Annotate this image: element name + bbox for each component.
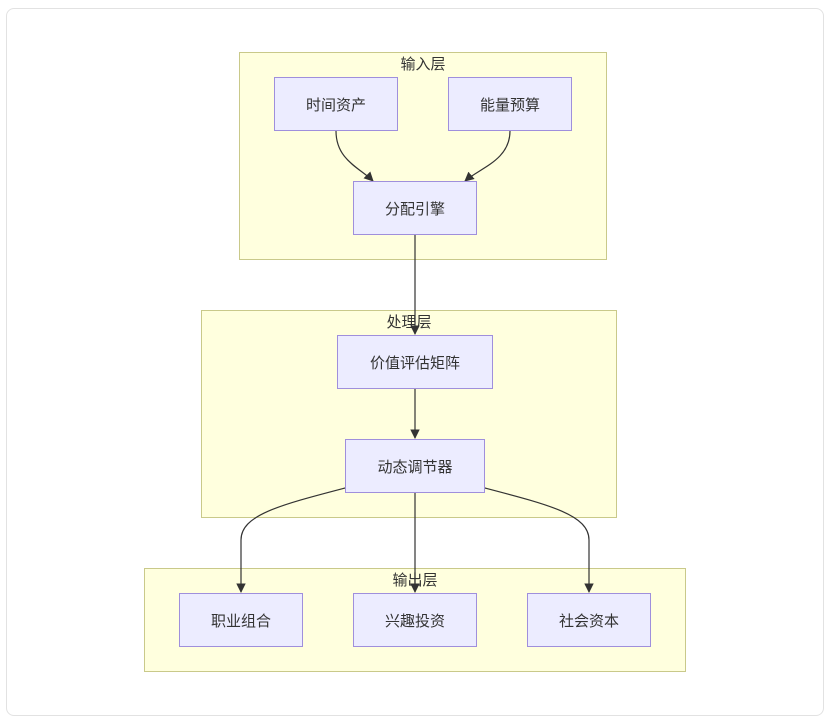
node-dynamic-regulator-label: 动态调节器 [377, 457, 453, 476]
node-value-matrix-label: 价值评估矩阵 [369, 353, 460, 372]
node-time-asset[interactable]: 时间资产 [274, 77, 398, 131]
output-layer-title: 输出层 [392, 571, 438, 589]
node-time-asset-label: 时间资产 [305, 95, 366, 114]
input-layer-title: 输入层 [400, 55, 446, 73]
node-allocation-engine[interactable]: 分配引擎 [353, 181, 477, 235]
node-career-portfolio[interactable]: 职业组合 [179, 593, 303, 647]
node-energy-budget-label: 能量预算 [479, 95, 540, 114]
node-career-portfolio-label: 职业组合 [210, 611, 271, 630]
node-value-matrix[interactable]: 价值评估矩阵 [337, 335, 493, 389]
node-social-capital[interactable]: 社会资本 [527, 593, 651, 647]
node-interest-investment-label: 兴趣投资 [384, 611, 445, 630]
node-social-capital-label: 社会资本 [558, 611, 619, 630]
node-dynamic-regulator[interactable]: 动态调节器 [345, 439, 485, 493]
processing-layer-title: 处理层 [386, 313, 432, 331]
node-allocation-engine-label: 分配引擎 [384, 199, 445, 218]
node-energy-budget[interactable]: 能量预算 [448, 77, 572, 131]
node-interest-investment[interactable]: 兴趣投资 [353, 593, 477, 647]
